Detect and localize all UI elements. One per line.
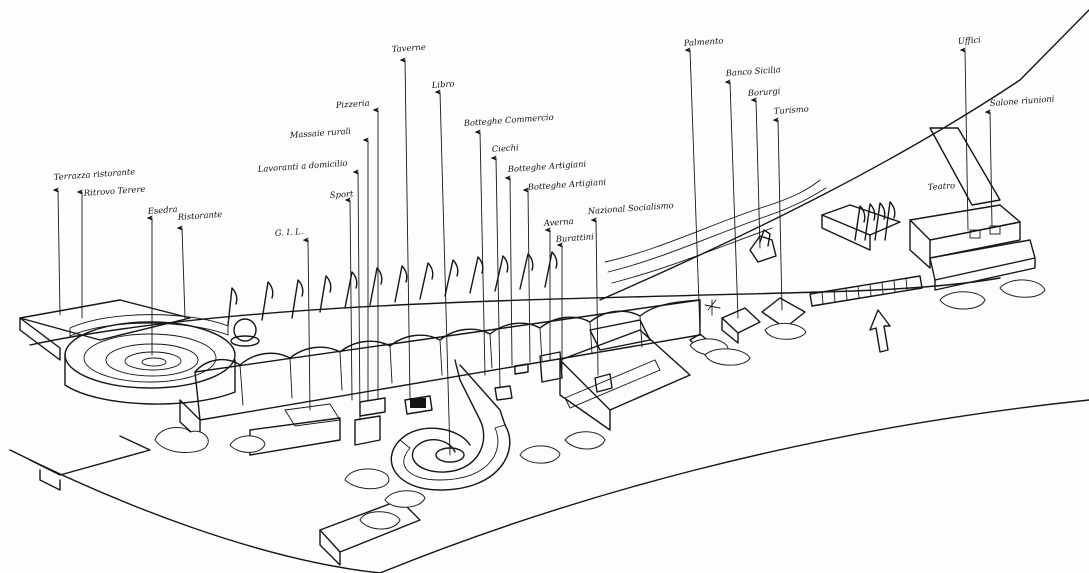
vaulted-pavilion (179, 299, 701, 456)
label-ritrovo: Ritrovo Terere (82, 184, 145, 198)
leader-lines (52, 47, 993, 456)
label-burattini: Burattini (554, 231, 594, 244)
flagpoles (227, 201, 896, 326)
label-botteghe-artigiani-2: Botteghe Artigiani (526, 177, 606, 193)
label-libro: Libro (430, 78, 454, 90)
terrace-area (19, 299, 191, 361)
label-nazional-socialismo: Nazional Socialismo (586, 200, 673, 216)
label-uffici: Uffici (957, 34, 981, 46)
label-borurgi: Borurgi (746, 86, 781, 98)
bottom-left-building (29, 435, 421, 566)
label-palmento: Palmento (682, 35, 723, 48)
label-taverne: Taverne (391, 42, 426, 54)
label-esedra: Esedra (146, 204, 177, 216)
label-sport: Sport (329, 188, 354, 200)
label-pizzeria: Pizzeria (334, 98, 369, 110)
artigiani-building (559, 319, 691, 431)
label-massaie: Massaie rurali (288, 126, 351, 140)
libro-spiral (390, 359, 511, 491)
annotation-labels: Terrazza ristorante Ritrovo Terere Esedr… (53, 34, 1055, 244)
label-turismo: Turismo (773, 104, 809, 116)
label-terrazza: Terrazza ristorante (53, 166, 135, 182)
label-salone-riunioni: Salone riunioni (989, 93, 1055, 108)
label-botteghe-commercio: Botteghe Commercio (462, 112, 553, 128)
trees (154, 279, 1046, 530)
label-lavoranti: Lavoranti a domicilio (256, 158, 347, 174)
label-botteghe-artigiani-1: Botteghe Artigiani (506, 159, 586, 175)
label-ciechi: Ciechi (491, 142, 519, 154)
label-averna: Averna (542, 216, 573, 228)
label-teatro: Teatro (927, 180, 955, 192)
label-banco-sicilia: Banco Sicilia (724, 64, 781, 78)
arcade (809, 275, 923, 307)
label-gil: G. I. L. (274, 226, 303, 238)
teatro-complex (821, 127, 1036, 291)
label-ristorante: Ristorante (176, 209, 222, 222)
esedra-spiral (64, 314, 260, 405)
north-arrow-icon (869, 309, 891, 353)
terrain-lines (9, 9, 1089, 573)
